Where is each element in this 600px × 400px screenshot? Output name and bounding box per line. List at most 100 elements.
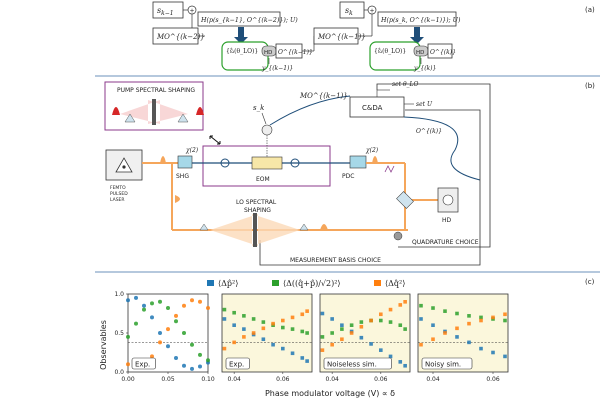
data-point xyxy=(182,303,186,308)
data-point xyxy=(467,321,471,326)
sum-node-2-plus: + xyxy=(370,8,375,15)
subplot-label-box xyxy=(421,357,473,370)
data-point xyxy=(206,306,210,311)
data-point xyxy=(491,315,495,320)
prism-icon xyxy=(299,223,309,231)
data-point xyxy=(431,337,435,342)
data-point xyxy=(359,324,364,329)
data-point xyxy=(403,300,407,304)
hamiltonian-box-2 xyxy=(377,11,457,27)
hamiltonian-box-1 xyxy=(197,11,281,27)
data-point xyxy=(158,331,162,335)
legend-swatch-orange xyxy=(374,280,381,286)
data-point xyxy=(174,313,178,318)
data-point xyxy=(369,318,373,323)
data-point xyxy=(182,331,186,335)
panel-b: (b) PUMP SPECTRAL SHAPING FEMTO PULSED L… xyxy=(104,81,595,266)
data-point xyxy=(166,344,170,349)
out-label-1: O^{(k−1)} xyxy=(278,49,313,56)
subplot-label: Noisy sim. xyxy=(425,361,461,369)
data-point xyxy=(443,309,447,313)
y-axis-label: Observables xyxy=(99,320,108,370)
laser-warning-icon xyxy=(115,157,133,173)
state-label-1: {ε̂ᵢ(θ_LO)} xyxy=(226,48,258,55)
data-point xyxy=(398,303,403,307)
data-point xyxy=(242,327,246,331)
signal-generator-icon xyxy=(261,124,273,136)
data-point xyxy=(330,317,334,321)
data-point xyxy=(242,335,246,339)
data-point xyxy=(503,354,507,359)
lo-shaping-label-1: LO SPECTRAL xyxy=(236,199,277,206)
data-point xyxy=(300,312,305,317)
data-point xyxy=(150,354,154,359)
subplot-label-box xyxy=(225,357,250,370)
hd-label-b: HD xyxy=(442,217,452,224)
subplot-label: Exp. xyxy=(229,361,244,369)
pump-shaping-label: PUMP SPECTRAL SHAPING xyxy=(117,87,195,94)
data-point xyxy=(349,331,354,335)
data-point xyxy=(232,340,236,345)
data-point xyxy=(455,311,459,316)
pump-pulse-icon xyxy=(112,107,120,115)
data-point xyxy=(261,320,266,324)
data-point xyxy=(166,306,170,311)
data-point xyxy=(320,335,325,339)
hd-label-1: HD xyxy=(264,50,272,56)
data-point xyxy=(419,317,423,321)
data-point xyxy=(305,359,309,363)
fiber-coil-icon xyxy=(290,158,300,168)
data-point xyxy=(182,363,186,368)
data-point xyxy=(431,323,435,327)
pulse-icon xyxy=(175,195,180,203)
pulse-icon xyxy=(320,224,328,230)
data-point xyxy=(403,363,407,368)
y-label-2: y_{(k)} xyxy=(413,65,437,72)
data-point xyxy=(190,366,194,371)
arrow-down-icon xyxy=(410,27,424,44)
legend-label-0: ⟨Δp̂²⟩ xyxy=(218,279,238,288)
hamiltonian-label-1: H(p(s_{k−1}, O^{(k−2)}); U) xyxy=(200,17,298,24)
laser-label-2: PULSED xyxy=(110,191,128,197)
data-point xyxy=(290,327,295,331)
data-point xyxy=(158,299,162,304)
data-point xyxy=(330,331,334,335)
pdc-crystal xyxy=(349,155,367,169)
data-point xyxy=(198,364,202,369)
subplot-label: Exp. xyxy=(135,361,150,369)
data-point xyxy=(455,326,459,331)
data-point xyxy=(320,311,325,316)
data-point xyxy=(166,327,170,332)
pulse-icon xyxy=(372,156,378,163)
fiber-coil-icon xyxy=(220,158,230,168)
data-point xyxy=(479,315,483,320)
data-point xyxy=(300,356,305,360)
data-point xyxy=(388,320,393,324)
sum-node-1-plus: + xyxy=(190,8,195,15)
subplot-label: Noiseless sim. xyxy=(327,361,377,369)
subplot-label-box xyxy=(323,357,392,370)
data-point xyxy=(443,331,447,335)
data-point xyxy=(222,317,227,321)
pdc-label: PDC xyxy=(342,173,354,180)
data-point xyxy=(419,303,423,308)
eom-device xyxy=(251,156,283,170)
out-label-2: O^{(k)} xyxy=(430,49,456,56)
data-point xyxy=(134,321,138,326)
hd-label-2: HD xyxy=(416,50,424,56)
subplot-label-box xyxy=(131,357,156,370)
data-point xyxy=(455,335,459,339)
data-point xyxy=(174,319,178,324)
data-point xyxy=(126,298,130,303)
y-label-1: y_{(k−1)} xyxy=(261,65,293,72)
data-point xyxy=(290,315,295,320)
data-point xyxy=(206,358,210,363)
data-point xyxy=(388,307,393,312)
sk-label-b: s_k xyxy=(253,104,264,112)
data-point xyxy=(261,326,266,331)
legend-label-1: ⟨Δ((q̂+p̂)/√2)²⟩ xyxy=(283,279,341,288)
out-box-2 xyxy=(427,43,453,59)
data-point xyxy=(198,299,202,304)
